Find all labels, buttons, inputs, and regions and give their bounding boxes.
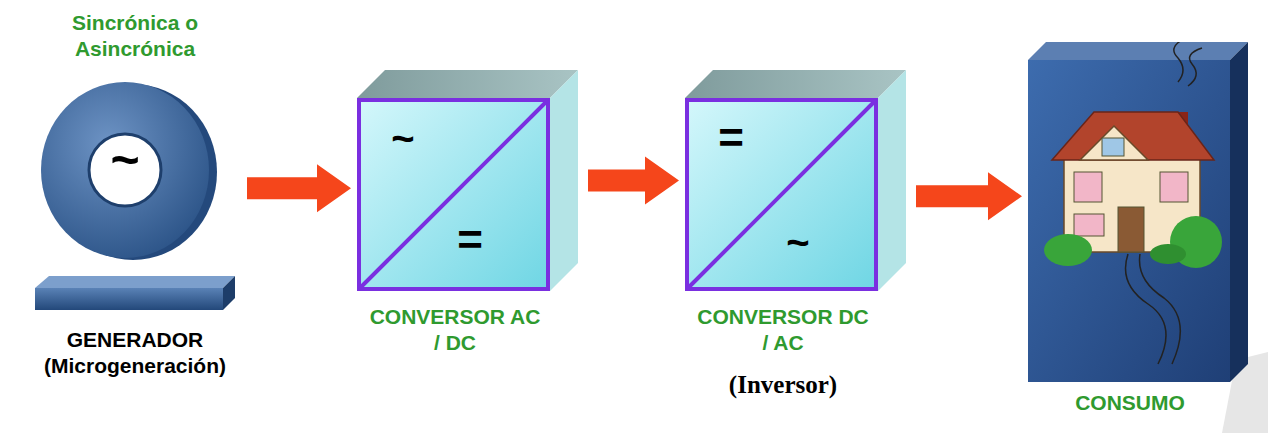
- diagram-node: CONSUMO: [1020, 30, 1260, 430]
- converter-label: CONVERSOR DC / AC: [693, 304, 873, 355]
- consumption-label: CONSUMO: [1020, 390, 1240, 416]
- flow-arrow: [916, 172, 1022, 220]
- ac-symbol: ~: [85, 135, 165, 185]
- house-panel: [1028, 42, 1248, 382]
- flow-arrow: [247, 164, 351, 212]
- generator-type: Sincrónica o Asincrónica: [45, 10, 225, 61]
- diagram-node: ~ = CONVERSOR AC / DC: [345, 70, 595, 390]
- inverter-label: (Inversor): [683, 370, 883, 401]
- generator-symbol-drawing: [35, 80, 237, 312]
- dc-symbol: =: [711, 116, 751, 160]
- converter-label: CONVERSOR AC / DC: [365, 304, 545, 355]
- ac-symbol: ~: [383, 118, 423, 158]
- ac-symbol: ~: [773, 222, 823, 262]
- diagram-node: = ~ CONVERSOR DC / AC (Inversor): [673, 70, 923, 415]
- flow-arrow: [588, 157, 679, 205]
- dc-symbol: =: [445, 218, 495, 262]
- generator-symbol: [35, 80, 237, 312]
- house-panel-drawing: [1028, 42, 1248, 382]
- diagram-node: Sincrónica o Asincrónica ~ GENERADOR (Micr…: [20, 5, 260, 400]
- generator-label: GENERADOR (Microgeneración): [20, 327, 250, 378]
